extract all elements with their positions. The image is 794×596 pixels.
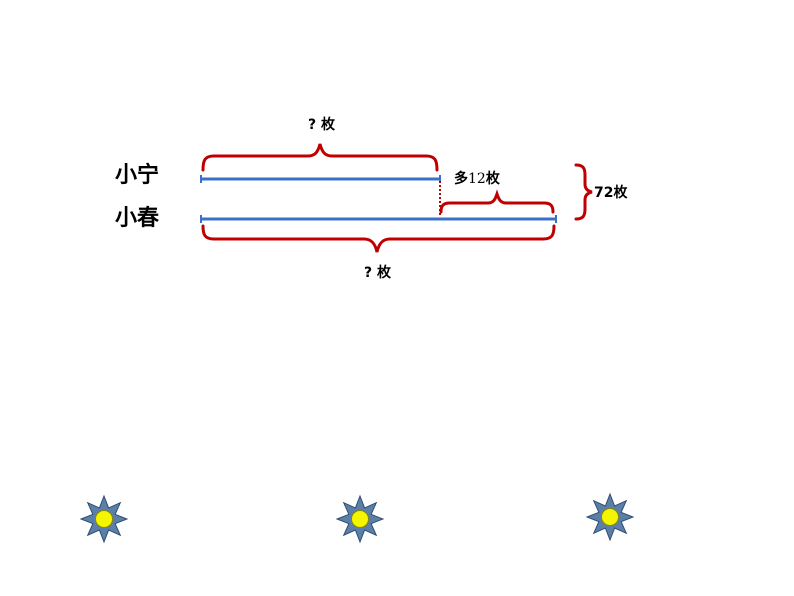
bottom-brace-label: ? 枚 (364, 265, 391, 281)
top-brace (201, 143, 439, 172)
top-brace-label: ? 枚 (308, 117, 335, 133)
difference-brace (439, 189, 555, 214)
name-label-bottom: 小春 (115, 206, 160, 231)
bottom-brace (201, 224, 556, 253)
name-label-top: 小宁 (115, 163, 160, 188)
star-icon (335, 494, 385, 544)
difference-prefix: 多 (454, 171, 468, 187)
difference-number: 12 (468, 171, 486, 187)
difference-suffix: 枚 (485, 171, 500, 187)
total-brace (574, 163, 593, 221)
difference-label: 多12枚 (454, 168, 500, 188)
total-label: 72枚 (594, 185, 628, 201)
star-icon (585, 492, 635, 542)
star-icon (79, 494, 129, 544)
